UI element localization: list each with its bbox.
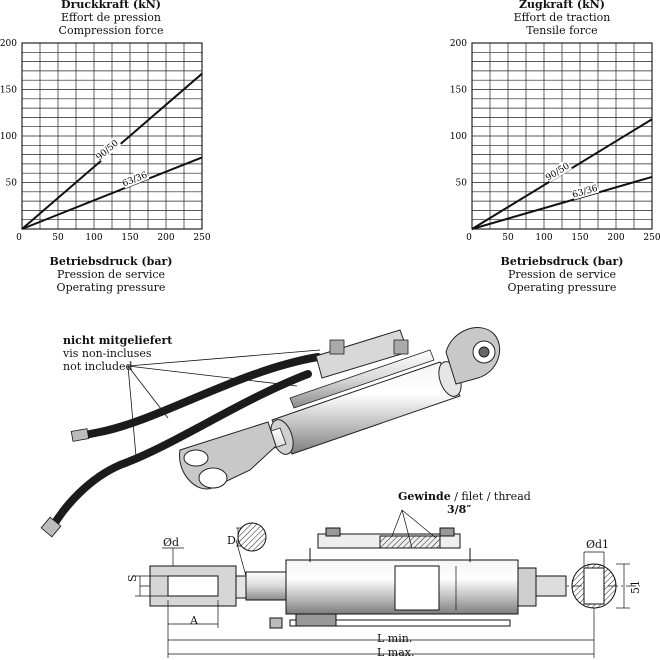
dim-label-H: H <box>443 586 456 596</box>
not-included-note-fr: vis non-incluses <box>63 347 152 360</box>
right-y-tick-label: 150 <box>450 86 467 96</box>
left-chart-xlabel-en: Operating pressure <box>56 281 166 294</box>
dim-label-d: Ød <box>163 536 180 549</box>
left-series-label-bg <box>94 136 122 162</box>
right-y-tick-label: 50 <box>456 179 468 189</box>
note-pointer-lines <box>127 349 321 457</box>
left-x-tick-label: 100 <box>85 233 102 243</box>
dim-label-A: A <box>190 614 198 627</box>
left-chart-subtitle-fr: Effort de pression <box>60 11 162 24</box>
right-chart-subtitle-fr: Effort de traction <box>513 11 611 24</box>
dim-label-d1: Ød1 <box>586 538 610 551</box>
dim-label-S: S <box>126 574 139 582</box>
dim-label-lmax: L max. <box>377 646 415 659</box>
left-y-tick-label: 100 <box>0 132 17 142</box>
thread-label-bold: Gewinde <box>398 490 451 503</box>
left-x-tick-label: 200 <box>157 233 174 243</box>
thread-size-label: 3/8″ <box>447 503 472 516</box>
right-chart-xlabel-en: Operating pressure <box>507 281 617 294</box>
left-y-tick-label: 150 <box>0 86 17 96</box>
right-y-tick-label: 200 <box>450 39 467 49</box>
right-chart-title: Zugkraft (kN) <box>519 0 605 11</box>
right-series-label-bg <box>544 159 573 183</box>
dim-label-lmin: L min. <box>377 632 413 645</box>
thread-label-rest: / filet / thread <box>450 490 531 503</box>
left-series-label-bg <box>121 168 150 189</box>
right-x-tick-label: 250 <box>643 233 660 243</box>
right-series-label-bg <box>571 181 600 200</box>
left-x-tick-label: 250 <box>193 233 210 243</box>
hoses <box>40 353 322 538</box>
left-plot-frame <box>21 42 203 230</box>
dim-label-51: 51 <box>629 580 642 594</box>
right-series-label: 63/36 <box>571 184 599 201</box>
right-x-tick-label: 100 <box>535 233 552 243</box>
right-x-tick-label: 50 <box>502 233 514 243</box>
left-series-line <box>21 156 203 230</box>
right-chart-subtitle-en: Tensile force <box>526 24 598 37</box>
dim-label-D: D <box>227 534 236 547</box>
right-chart-xlabel-fr: Pression de service <box>507 268 617 281</box>
left-x-tick-label: 0 <box>16 233 22 243</box>
right-y-tick-label: 100 <box>450 132 467 142</box>
cylinder-body <box>179 327 501 490</box>
right-series-line <box>471 175 653 230</box>
right-x-tick-label: 150 <box>571 233 588 243</box>
left-chart-xlabel-fr: Pression de service <box>56 268 166 281</box>
left-x-tick-label: 150 <box>121 233 138 243</box>
left-chart-subtitle-en: Compression force <box>58 24 164 37</box>
not-included-note-en: not included <box>63 360 133 373</box>
right-x-tick-label: 200 <box>607 233 624 243</box>
left-chart-xlabel: Betriebsdruck (bar) <box>49 255 173 268</box>
left-chart-title: Druckkraft (kN) <box>61 0 161 11</box>
left-y-tick-label: 50 <box>6 179 18 189</box>
right-chart-xlabel: Betriebsdruck (bar) <box>500 255 624 268</box>
right-x-tick-label: 0 <box>466 233 472 243</box>
left-x-tick-label: 50 <box>52 233 64 243</box>
thread-label: Gewinde / filet / thread <box>398 490 531 504</box>
left-y-tick-label: 200 <box>0 39 17 49</box>
not-included-note-de: nicht mitgeliefert <box>63 334 173 347</box>
right-plot-frame <box>471 42 653 230</box>
